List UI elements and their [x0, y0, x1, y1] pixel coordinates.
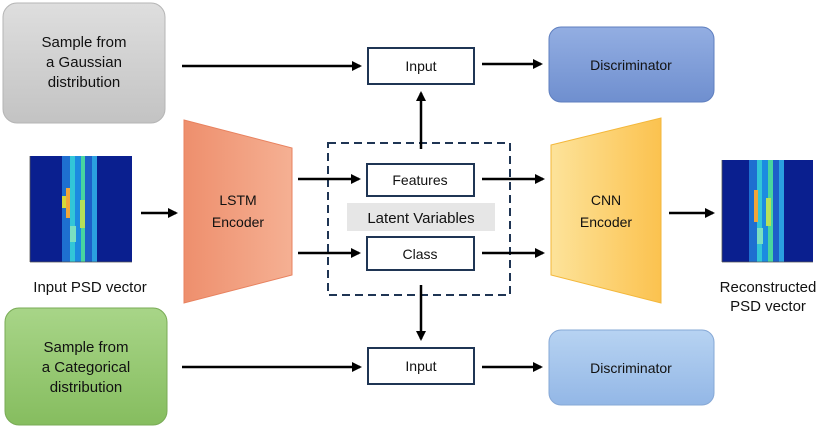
input-psd-caption: Input PSD vector: [33, 279, 146, 296]
latent-title-bg: [347, 203, 495, 231]
discriminator-bottom-label: Discriminator: [590, 360, 672, 376]
reconstructed-caption-line-2: PSD vector: [730, 298, 806, 315]
features-label: Features: [392, 172, 447, 188]
categorical-line-1: Sample from: [43, 339, 128, 356]
latent-variables-group: Latent Variables Features Class: [327, 142, 511, 296]
reconstructed-caption-line-1: Reconstructed: [720, 279, 817, 296]
input-bottom-label: Input: [405, 358, 436, 374]
gaussian-sample-box: Sample from a Gaussian distribution: [2, 2, 166, 124]
gaussian-line-2: a Gaussian: [46, 54, 122, 71]
cnn-encoder: CNN Encoder: [550, 117, 662, 304]
discriminator-top: Discriminator: [548, 26, 715, 103]
discriminator-top-label: Discriminator: [590, 57, 672, 73]
class-box: [366, 236, 475, 271]
categorical-line-3: distribution: [50, 379, 123, 396]
gaussian-line-3: distribution: [48, 74, 121, 91]
categorical-sample-box: Sample from a Categorical distribution: [4, 307, 168, 426]
input-box-bottom: Input: [367, 347, 475, 385]
gaussian-line-1: Sample from: [41, 34, 126, 51]
features-box: [366, 163, 475, 197]
discriminator-bottom: Discriminator: [548, 329, 715, 406]
class-label: Class: [402, 246, 437, 262]
arrows: [141, 59, 715, 372]
lstm-encoder: LSTM Encoder: [183, 119, 293, 304]
latent-title: Latent Variables: [367, 210, 474, 227]
input-box-top: Input: [367, 47, 475, 85]
input-psd-plot: Input PSD vector: [29, 156, 147, 296]
input-top-label: Input: [405, 58, 436, 74]
categorical-line-2: a Categorical: [42, 359, 130, 376]
lstm-line-1: LSTM: [219, 192, 256, 208]
cnn-line-2: Encoder: [580, 214, 632, 230]
cnn-line-1: CNN: [591, 192, 621, 208]
lstm-line-2: Encoder: [212, 214, 264, 230]
reconstructed-psd-plot: Reconstructed PSD vector: [720, 160, 817, 315]
